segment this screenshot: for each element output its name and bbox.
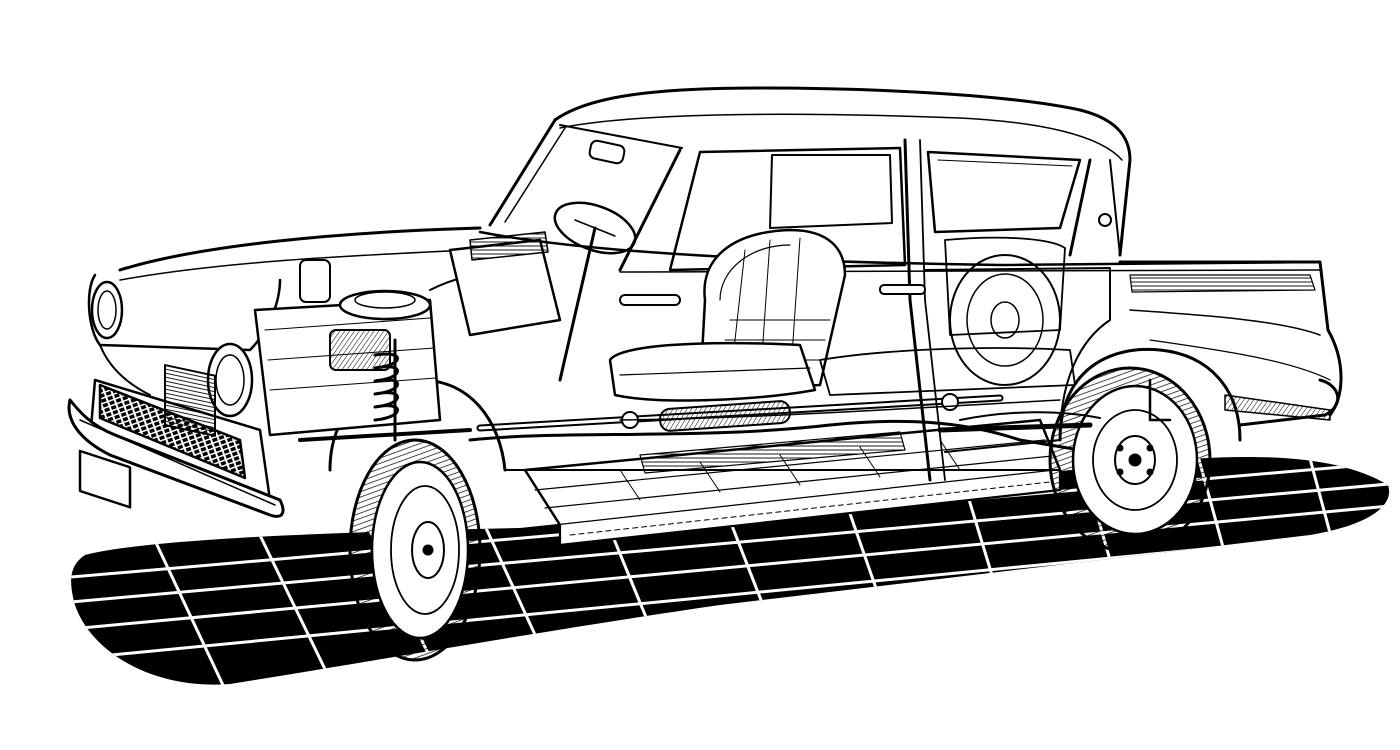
rear-seat	[819, 236, 1076, 396]
number-plate	[78, 449, 132, 509]
spare-wheel	[949, 254, 1061, 386]
oil-filler	[299, 259, 331, 303]
front-suspension	[298, 338, 472, 442]
car-body	[478, 86, 1343, 482]
rear-view-mirror	[588, 139, 626, 165]
rear-axle	[937, 378, 1172, 433]
front-wheel	[348, 438, 482, 662]
air-filter	[338, 289, 432, 321]
front-seat	[608, 228, 847, 402]
rear-bumper	[1238, 378, 1339, 427]
headlight-left	[90, 280, 124, 340]
rear-wheel	[1048, 366, 1212, 554]
radiator	[164, 364, 216, 437]
heater-unit	[448, 231, 562, 337]
steering-wheel	[553, 201, 637, 382]
front-bumper	[67, 398, 285, 518]
exhaust-pipe	[468, 400, 1082, 452]
